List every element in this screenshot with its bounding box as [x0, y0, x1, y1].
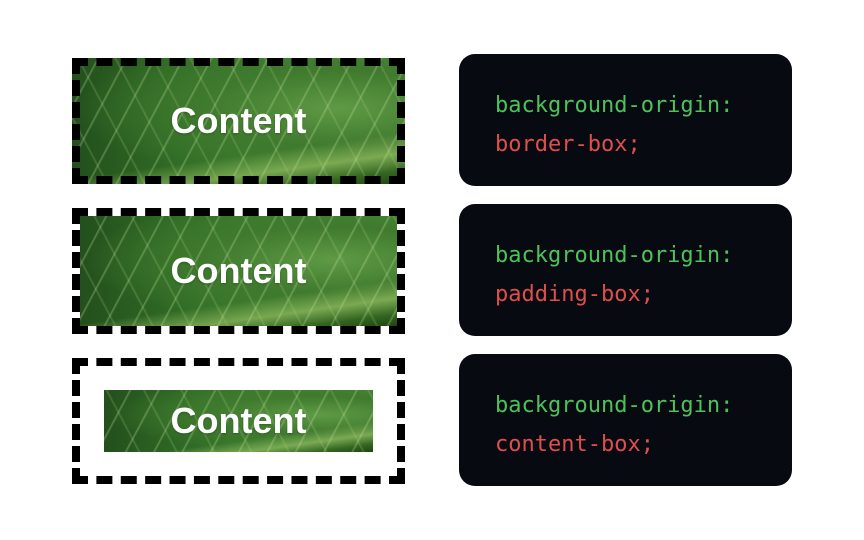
content-label: Content	[170, 400, 307, 441]
code-property: background-origin:	[495, 393, 734, 418]
code-property: background-origin:	[495, 93, 734, 118]
code-property: background-origin:	[495, 243, 734, 268]
example-row-content-box: Content background-origin: content-box;	[0, 354, 864, 486]
code-value: content-box;	[495, 432, 654, 457]
example-row-padding-box: Content background-origin: padding-box;	[0, 204, 864, 336]
code-value: padding-box;	[495, 282, 654, 307]
code-card-content-box: background-origin: content-box;	[459, 354, 792, 486]
padding-box-demo: Content	[72, 208, 405, 334]
code-card-padding-box: background-origin: padding-box;	[459, 204, 792, 336]
content-label: Content	[170, 100, 307, 141]
example-row-border-box: Content background-origin: border-box;	[0, 54, 864, 186]
border-box-demo: Content	[72, 58, 405, 184]
code-value: border-box;	[495, 132, 641, 157]
code-card-border-box: background-origin: border-box;	[459, 54, 792, 186]
content-box-demo: Content	[72, 358, 405, 484]
content-label: Content	[170, 250, 307, 291]
